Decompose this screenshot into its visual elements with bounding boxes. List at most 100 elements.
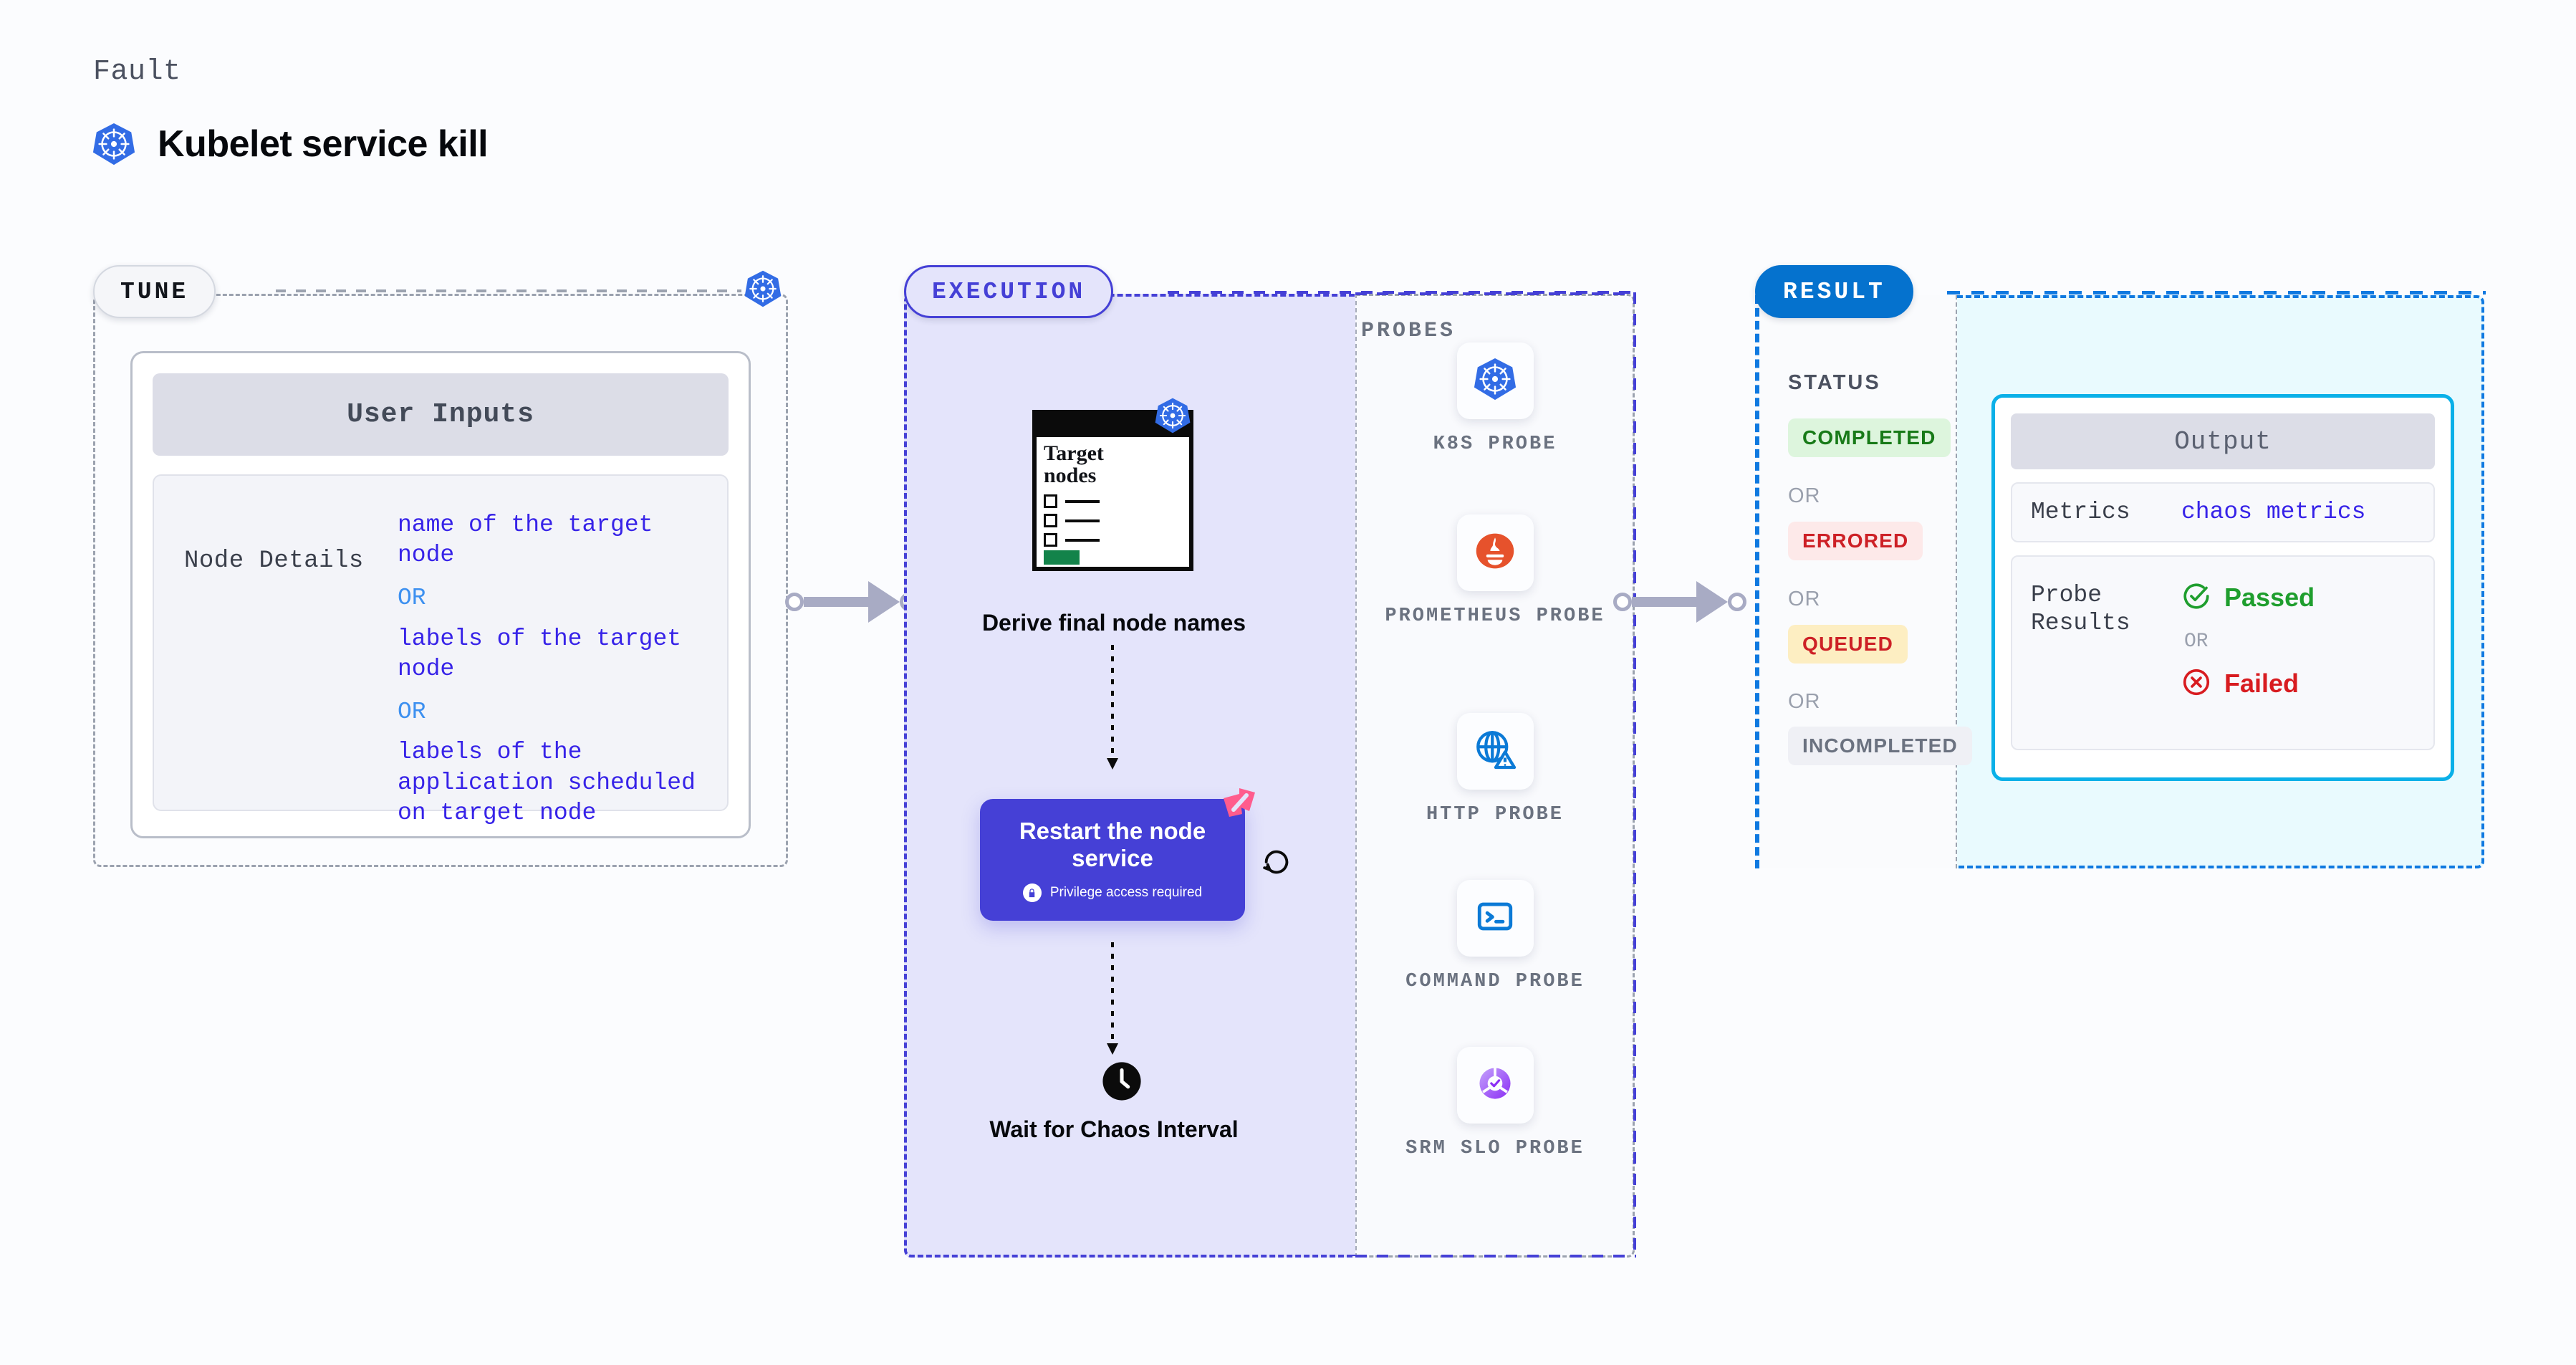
probe-tile (1456, 343, 1534, 419)
probe-label: HTTP PROBE (1426, 804, 1565, 825)
slo-donut-icon (1474, 1062, 1517, 1108)
probe-item-k8s[interactable]: K8S PROBE (1377, 343, 1613, 457)
document-checklist (1044, 494, 1100, 552)
metrics-value[interactable]: chaos metrics (2181, 499, 2366, 526)
result-status-panel (1755, 295, 1957, 868)
connector-arrow-head (868, 581, 900, 623)
probe-item-http[interactable]: HTTP PROBE (1377, 713, 1613, 828)
probe-result-failed: Failed (2181, 667, 2315, 701)
status-separator-2: OR (1788, 588, 1821, 610)
probe-results-values: Passed OR Failed (2181, 581, 2315, 701)
restart-node-service-title: Restart the node service (1019, 817, 1206, 871)
output-metrics-row: Metrics chaos metrics (2011, 482, 2435, 542)
node-detail-value-1: name of the target node (398, 512, 653, 569)
privilege-badge-text: Privilege access required (1049, 885, 1203, 901)
document-green-bar (1044, 550, 1080, 565)
checklist-row (1044, 514, 1100, 527)
status-badge-incompleted: INCOMPLETED (1788, 727, 1972, 765)
wait-for-chaos-interval-caption: Wait for Chaos Interval (989, 1116, 1239, 1142)
probe-result-passed: Passed (2181, 581, 2315, 615)
connector-arrow-head (1696, 581, 1728, 623)
fault-eyebrow-label: Fault (93, 56, 181, 88)
checkbox-icon (1044, 494, 1057, 508)
probe-result-passed-label: Passed (2224, 583, 2315, 613)
connector-start-dot (1613, 593, 1632, 611)
connector-bar (804, 597, 870, 607)
derive-node-names-caption: Derive final node names (981, 610, 1246, 636)
status-badge-completed: COMPLETED (1788, 418, 1951, 457)
tune-lead-line (276, 289, 741, 292)
globe-warning-icon (1474, 728, 1517, 775)
document-title-text: Target nodes (1044, 441, 1104, 487)
probe-label: SRM SLO PROBE (1405, 1138, 1585, 1159)
tune-pill[interactable]: TUNE (93, 265, 216, 318)
probes-right-border (1633, 292, 1636, 1259)
probes-bottom-border (1355, 1255, 1636, 1258)
loop-refresh-icon (1260, 846, 1293, 882)
probe-item-command[interactable]: COMMAND PROBE (1377, 880, 1613, 995)
probe-label: PROMETHEUS PROBE (1385, 605, 1605, 627)
probe-item-srm-slo[interactable]: SRM SLO PROBE (1377, 1047, 1613, 1162)
flow-arrow-derive-to-restart (1105, 645, 1120, 770)
harness-logo-icon (1218, 782, 1261, 829)
probe-tile (1456, 514, 1534, 591)
probe-result-separator: OR (2184, 630, 2209, 653)
connector-start-dot (785, 593, 804, 611)
tune-panel (93, 294, 788, 867)
node-detail-or-2: OR (398, 699, 426, 726)
probe-tile (1456, 1047, 1534, 1124)
node-detail-value-2: labels of the target node (398, 625, 682, 682)
checklist-row (1044, 533, 1100, 547)
page-title: Kubelet service kill (92, 122, 489, 166)
probe-result-failed-label: Failed (2224, 669, 2299, 699)
restart-node-service-card[interactable]: Restart the node service Privilege acces… (980, 799, 1245, 921)
status-label: STATUS (1788, 371, 1881, 394)
result-pill[interactable]: RESULT (1755, 265, 1913, 318)
terminal-icon (1474, 896, 1516, 941)
node-details-values: name of the target node OR labels of the… (398, 510, 720, 828)
kubernetes-icon (1473, 357, 1517, 405)
check-circle-icon (2181, 581, 2211, 615)
target-nodes-document-icon: Target nodes (1032, 398, 1193, 571)
arrow-stem (1111, 942, 1114, 1053)
checklist-line (1065, 538, 1100, 542)
checklist-row (1044, 494, 1100, 508)
probe-item-prometheus[interactable]: PROMETHEUS PROBE (1377, 514, 1613, 629)
node-detail-value-3: labels of the application scheduled on t… (398, 739, 696, 826)
checklist-line (1065, 519, 1100, 522)
privilege-badge: Privilege access required (1022, 883, 1203, 903)
user-inputs-card: User Inputs Node Details name of the tar… (130, 351, 751, 838)
user-inputs-heading: User Inputs (153, 373, 729, 456)
checkbox-icon (1044, 514, 1057, 527)
lock-icon (1022, 883, 1042, 903)
tune-kubernetes-icon (744, 269, 782, 312)
probes-label: PROBES (1361, 319, 1456, 343)
flow-arrow-restart-to-wait (1105, 942, 1120, 1055)
metrics-key: Metrics (2031, 499, 2130, 525)
user-inputs-body: Node Details name of the target node OR … (153, 474, 729, 826)
probes-top-border (1355, 292, 1636, 295)
arrow-head (1107, 758, 1118, 770)
execution-pill[interactable]: EXECUTION (904, 265, 1114, 318)
probe-label: COMMAND PROBE (1405, 971, 1585, 992)
page-title-text: Kubelet service kill (158, 123, 489, 165)
connector-tune-to-execution (785, 580, 918, 623)
arrow-stem (1111, 645, 1114, 768)
probe-label: K8S PROBE (1433, 434, 1557, 455)
connector-execution-to-result (1613, 580, 1746, 623)
prometheus-icon (1474, 530, 1517, 576)
clock-icon (1101, 1060, 1143, 1106)
node-detail-or-1: OR (398, 585, 426, 612)
document-kubernetes-icon (1154, 397, 1191, 438)
node-details-key: Node Details (184, 547, 364, 575)
result-lead-line (1947, 291, 2486, 294)
probe-tile (1456, 880, 1534, 957)
connector-end-dot (1728, 593, 1746, 611)
checklist-line (1065, 499, 1100, 503)
checkbox-icon (1044, 533, 1057, 547)
status-separator-3: OR (1788, 690, 1821, 713)
